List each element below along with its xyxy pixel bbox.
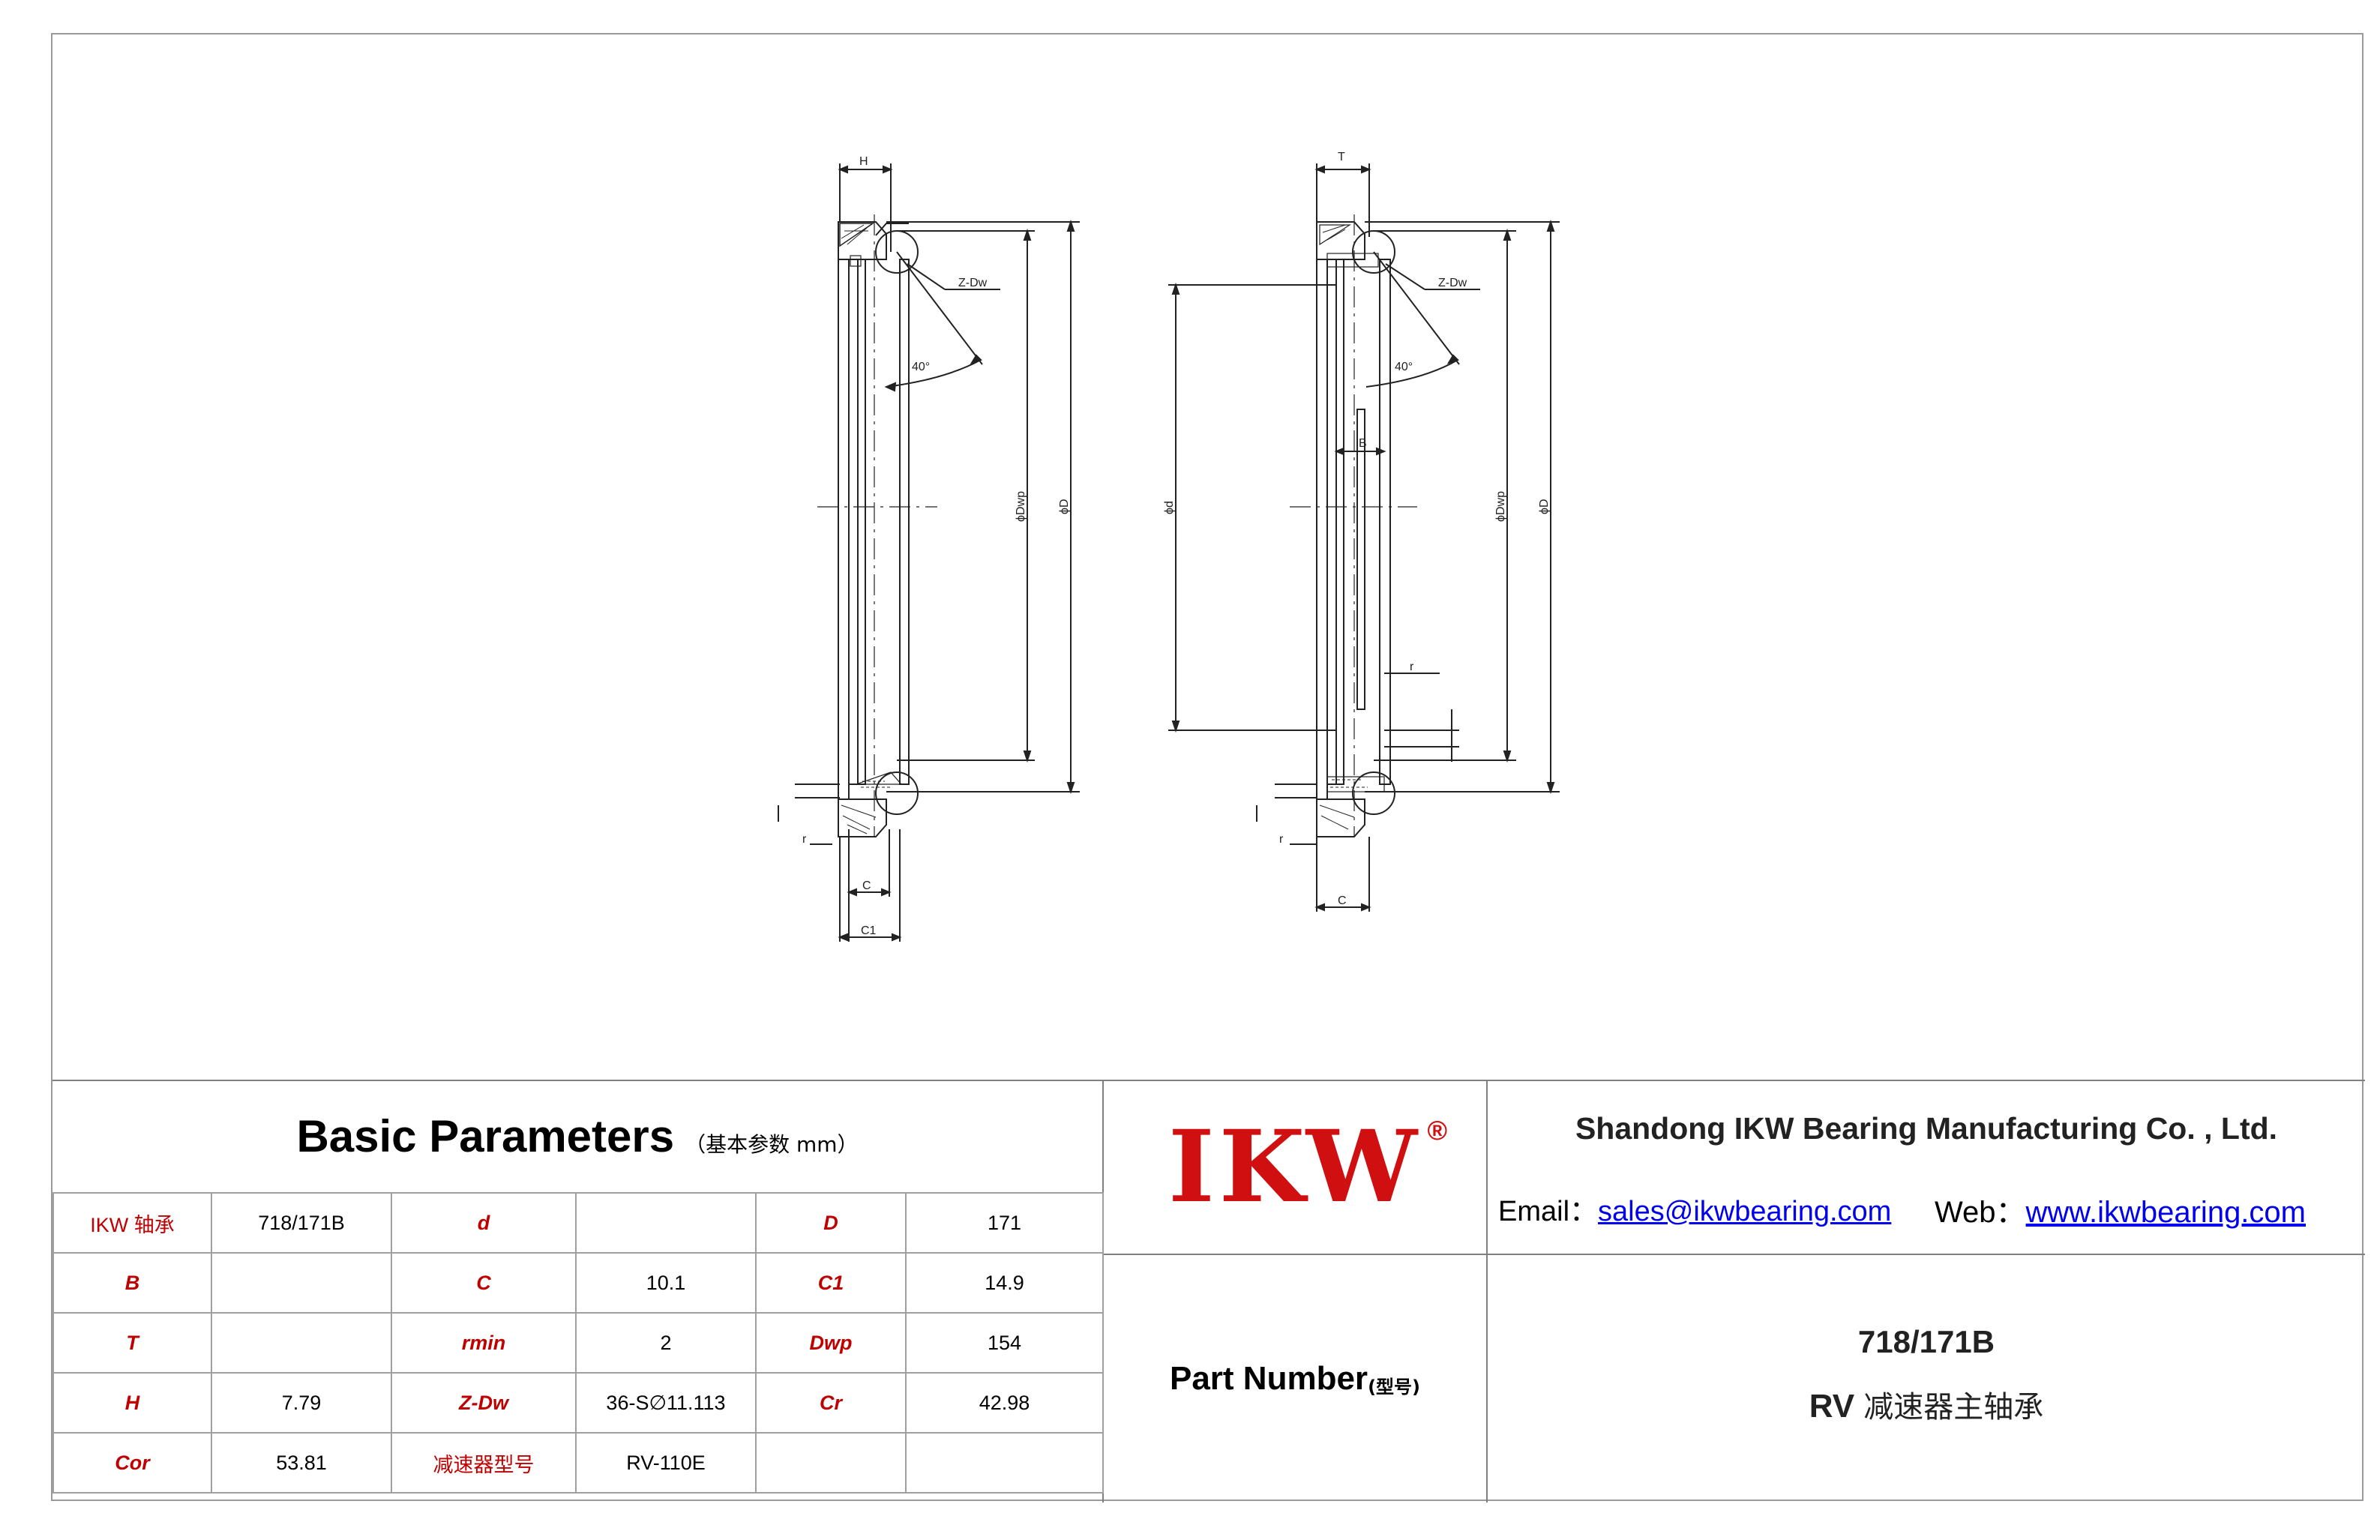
parameter-label-cell: 减速器型号 [391, 1432, 577, 1494]
dim-angle-label-right: 40° [1395, 361, 1413, 373]
parameter-value-cell: 2 [575, 1312, 757, 1374]
company-name: Shandong IKW Bearing Manufacturing Co. ,… [1575, 1111, 2278, 1146]
parameter-value-cell: 14.9 [905, 1252, 1104, 1314]
dim-r-label-right: r [1410, 661, 1414, 673]
parameter-value-cell [211, 1252, 392, 1314]
parameter-label-cell: T [52, 1312, 212, 1374]
email-line: Email：sales@ikwbearing.com [1498, 1188, 1891, 1229]
part-number-value: 718/171B [1857, 1324, 1995, 1359]
left-view [778, 163, 1080, 942]
dim-D-label-right: ϕD [1538, 499, 1551, 514]
dim-t-label: T [1338, 151, 1345, 163]
web-link[interactable]: www.ikwbearing.com [2025, 1196, 2306, 1229]
web-line: Web：www.ikwbearing.com [1935, 1188, 2306, 1231]
basic-parameters-header: Basic Parameters （基本参数 mm） [52, 1080, 1102, 1192]
drawing-sheet: H T Z-Dw Z-Dw 40° 40° B r r r C C C1 ϕDw… [51, 33, 2365, 1503]
parameter-value-cell [575, 1192, 757, 1254]
parameter-label-cell: Cr [755, 1372, 907, 1434]
dim-h-label: H [859, 155, 868, 168]
parameter-value-cell: 171 [905, 1192, 1104, 1254]
parameter-value-cell: 7.79 [211, 1372, 392, 1434]
parameter-value-cell [905, 1432, 1104, 1494]
parameter-value-cell [755, 1432, 907, 1494]
parameter-value-cell: 154 [905, 1312, 1104, 1374]
parameter-value-cell: RV-110E [575, 1432, 757, 1494]
dim-D-label-left: ϕD [1058, 499, 1071, 514]
email-link[interactable]: sales@ikwbearing.com [1598, 1196, 1892, 1227]
basic-parameters-subtitle: （基本参数 mm） [685, 1132, 859, 1157]
technical-drawing: H T Z-Dw Z-Dw 40° 40° B r r r C C C1 ϕDw… [52, 34, 2365, 1081]
dim-d-label-right: ϕd [1163, 501, 1176, 514]
basic-parameters-title: Basic Parameters [296, 1110, 675, 1161]
parameter-value-cell: 10.1 [575, 1252, 757, 1314]
dim-zdw-label-left: Z-Dw [958, 277, 988, 289]
parameter-label-cell: d [391, 1192, 577, 1254]
dim-r-label-left: r [802, 833, 807, 846]
parameter-value-cell: 36-S∅11.113 [575, 1372, 757, 1434]
part-info: 718/171B RV 减速器主轴承 [1488, 1255, 2365, 1503]
dim-b-label: B [1359, 437, 1367, 450]
dim-c-label-left: C [862, 879, 871, 892]
part-number-label-cell: Part Number(型号) [1104, 1255, 1486, 1503]
dim-c1-label: C1 [861, 924, 877, 937]
web-label: Web： [1935, 1196, 2026, 1229]
parameter-label-cell: Z-Dw [391, 1372, 577, 1434]
bearing-cross-section-drawings: H T Z-Dw Z-Dw 40° 40° B r r r C C C1 ϕDw… [778, 151, 1560, 942]
dim-c-label-right: C [1338, 894, 1347, 907]
parameter-value-cell [211, 1312, 392, 1374]
parameter-value-cell: 42.98 [905, 1372, 1104, 1434]
registered-mark: ® [1427, 1114, 1452, 1146]
parameter-label-cell: C1 [755, 1252, 907, 1314]
parameter-value-cell: 53.81 [211, 1432, 392, 1494]
parameter-label-cell: Dwp [755, 1312, 907, 1374]
part-desc-prefix: RV [1809, 1388, 1855, 1425]
part-number-label-sub: (型号) [1368, 1376, 1420, 1398]
dim-r-label-right-bottom: r [1279, 833, 1284, 846]
dim-dwp-label-left: ϕDwp [1015, 491, 1027, 522]
parameter-label-cell: B [52, 1252, 212, 1314]
part-description: RV 减速器主轴承 [1488, 1383, 2365, 1426]
parameter-label-cell: C [391, 1252, 577, 1314]
dim-zdw-label-right: Z-Dw [1438, 277, 1467, 289]
part-desc-cn: 减速器主轴承 [1863, 1390, 2044, 1425]
part-number-label: Part Number [1169, 1360, 1368, 1397]
dim-angle-label-left: 40° [912, 361, 930, 373]
parameter-label-cell: H [52, 1372, 212, 1434]
ikw-logo: IKW® [1168, 1108, 1452, 1225]
parameter-label-cell: Cor [52, 1432, 212, 1494]
email-label: Email： [1498, 1196, 1599, 1227]
parameter-value-cell: 718/171B [211, 1192, 392, 1254]
dim-dwp-label-right: ϕDwp [1494, 491, 1507, 522]
parameter-label-cell: rmin [391, 1312, 577, 1374]
right-view [1168, 163, 1560, 912]
parameter-label-cell: IKW 轴承 [52, 1192, 212, 1254]
brand-logo: IKW® [1104, 1080, 1486, 1254]
parameter-label-cell: D [755, 1192, 907, 1254]
company-info: Shandong IKW Bearing Manufacturing Co. ,… [1488, 1080, 2365, 1254]
